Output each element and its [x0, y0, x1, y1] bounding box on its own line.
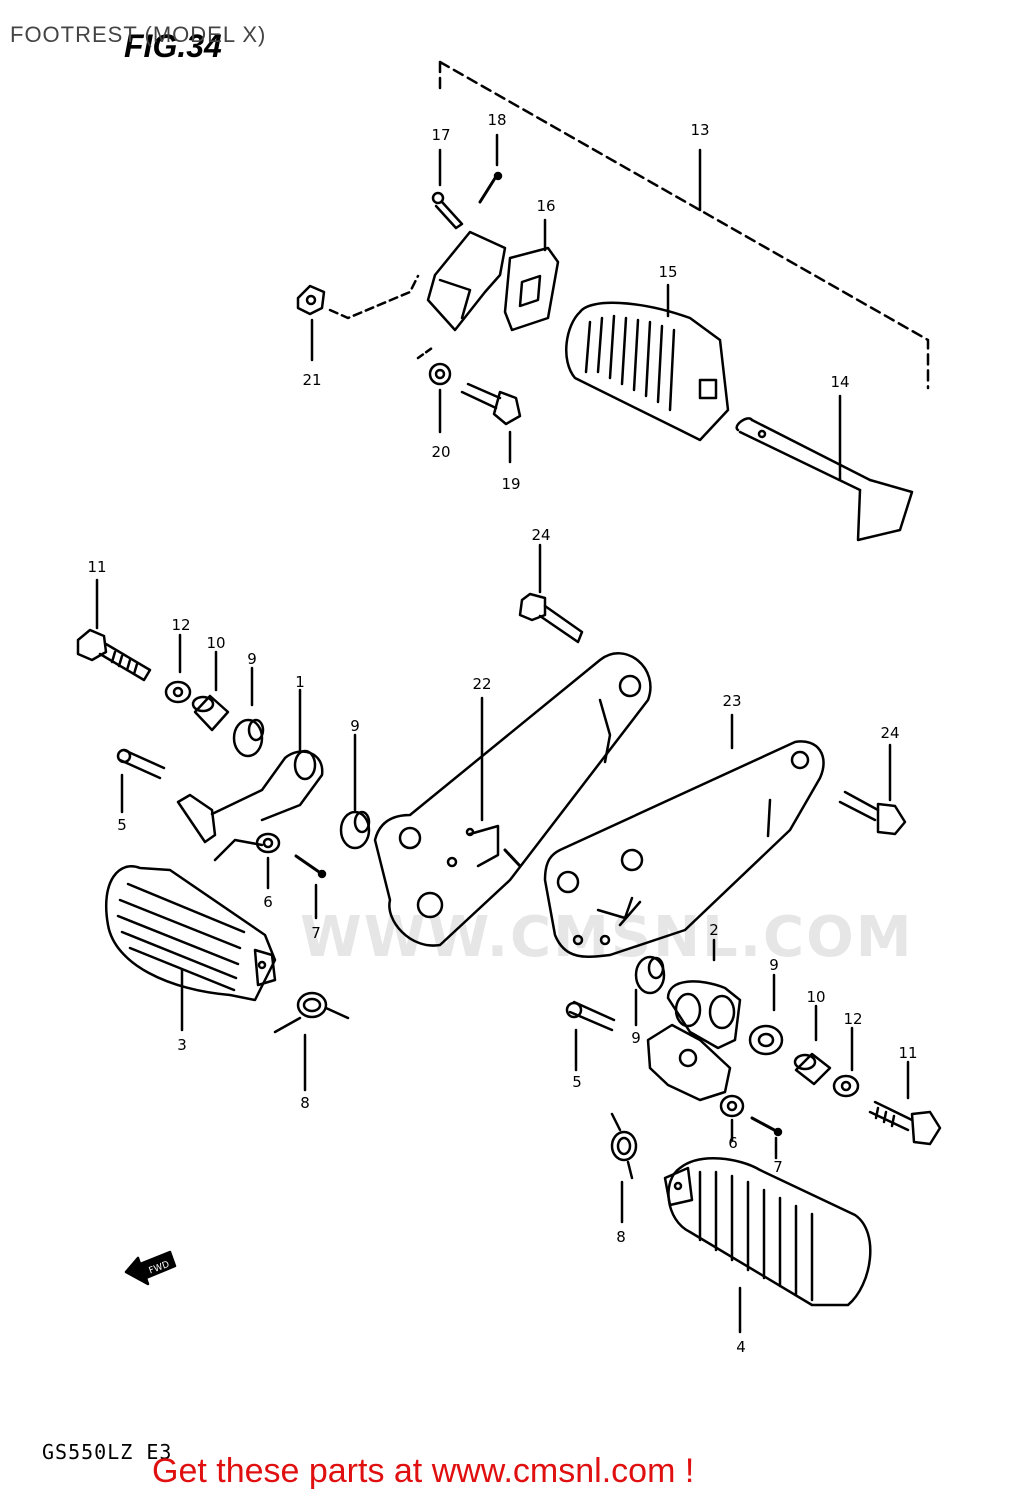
part-14-shaft: [735, 417, 914, 542]
part-7-cotter-right: [750, 1116, 783, 1137]
part-11-bolt-left: [76, 628, 152, 682]
part-24-bolt-upper: [518, 592, 584, 644]
part-19-bolt: [460, 382, 522, 426]
part-6-washer-left: [255, 832, 281, 854]
callout-15: 15: [658, 263, 677, 281]
group-13-bracket: [438, 60, 930, 390]
part-20-washer: [428, 362, 452, 386]
callout-23: 23: [722, 692, 741, 710]
callout-7-right: 7: [773, 1158, 783, 1176]
callout-20: 20: [431, 443, 450, 461]
callout-12-right: 12: [843, 1010, 862, 1028]
callout-8-left: 8: [300, 1094, 310, 1112]
callout-2: 2: [709, 921, 719, 939]
part-21-nut: [296, 284, 326, 316]
part-9-bush-right-a: [634, 955, 666, 995]
model-code: GS550LZ E3: [42, 1440, 173, 1464]
figure-number: FIG.34: [124, 28, 222, 64]
callout-7-left: 7: [311, 924, 321, 942]
part-4-rubber-right: [663, 1157, 872, 1307]
part-10-collar-left: [191, 694, 230, 732]
part-9-bush-left-b: [339, 810, 371, 850]
callout-17: 17: [431, 126, 450, 144]
callout-13: 13: [690, 121, 709, 139]
callout-10-right: 10: [806, 988, 825, 1006]
callout-24-upper: 24: [531, 526, 550, 544]
part-1-footrest-bracket: [176, 749, 324, 862]
watermark: WWW.CMSNL.COM: [300, 905, 914, 970]
part-5-pin-right: [565, 1000, 616, 1032]
callout-22: 22: [472, 675, 491, 693]
callout-11-right: 11: [898, 1044, 917, 1062]
callout-5-right: 5: [572, 1073, 582, 1091]
callout-6-left: 6: [263, 893, 273, 911]
callout-18: 18: [487, 111, 506, 129]
part-7-cotter-left: [294, 854, 327, 879]
fwd-arrow-icon: [124, 1250, 177, 1286]
part-15-rubber: [565, 301, 730, 442]
part-22-bracket: [373, 652, 652, 947]
part-8-spring-right: [610, 1112, 638, 1180]
part-9-bush-right-b: [748, 1024, 784, 1056]
callout-12-left: 12: [171, 616, 190, 634]
part-12-washer-left: [164, 680, 192, 704]
callout-16: 16: [536, 197, 555, 215]
part-6-washer-right: [719, 1094, 745, 1118]
callout-9-left-a: 9: [247, 650, 257, 668]
part-24-bolt-right: [838, 790, 907, 836]
callout-6-right: 6: [728, 1134, 738, 1152]
part-12-washer-right: [832, 1074, 860, 1098]
part-5-pin-left: [116, 748, 166, 780]
callout-9-right-a: 9: [631, 1029, 641, 1047]
callout-8-right: 8: [616, 1228, 626, 1246]
callout-11-left: 11: [87, 558, 106, 576]
part-9-bush-left-a: [232, 718, 265, 758]
part-3-rubber-left: [105, 865, 277, 1002]
callout-24-right: 24: [880, 724, 899, 742]
callout-5-left: 5: [117, 816, 127, 834]
part-16-plate: [503, 246, 560, 332]
part-17-bolt: [431, 191, 464, 230]
promo-link[interactable]: Get these parts at www.cmsnl.com !: [152, 1452, 695, 1490]
part-8-spring-left: [273, 991, 350, 1034]
part-rear-bracket: [426, 230, 507, 332]
part-11-bolt-right: [868, 1100, 942, 1146]
part-10-collar-right: [793, 1052, 832, 1086]
callout-9-right-b: 9: [769, 956, 779, 974]
callout-9-left-b: 9: [350, 717, 360, 735]
callout-3: 3: [177, 1036, 187, 1054]
callout-10-left: 10: [206, 634, 225, 652]
callout-14: 14: [830, 373, 849, 391]
callout-4: 4: [736, 1338, 746, 1356]
callout-21: 21: [302, 371, 321, 389]
part-23-bracket: [543, 740, 825, 958]
part-2-footrest-bracket: [646, 980, 742, 1102]
page-title: FOOTREST (MODEL X): [10, 22, 267, 47]
part-18-pin: [478, 171, 503, 204]
callout-1: 1: [295, 673, 305, 691]
callout-19: 19: [501, 475, 520, 493]
